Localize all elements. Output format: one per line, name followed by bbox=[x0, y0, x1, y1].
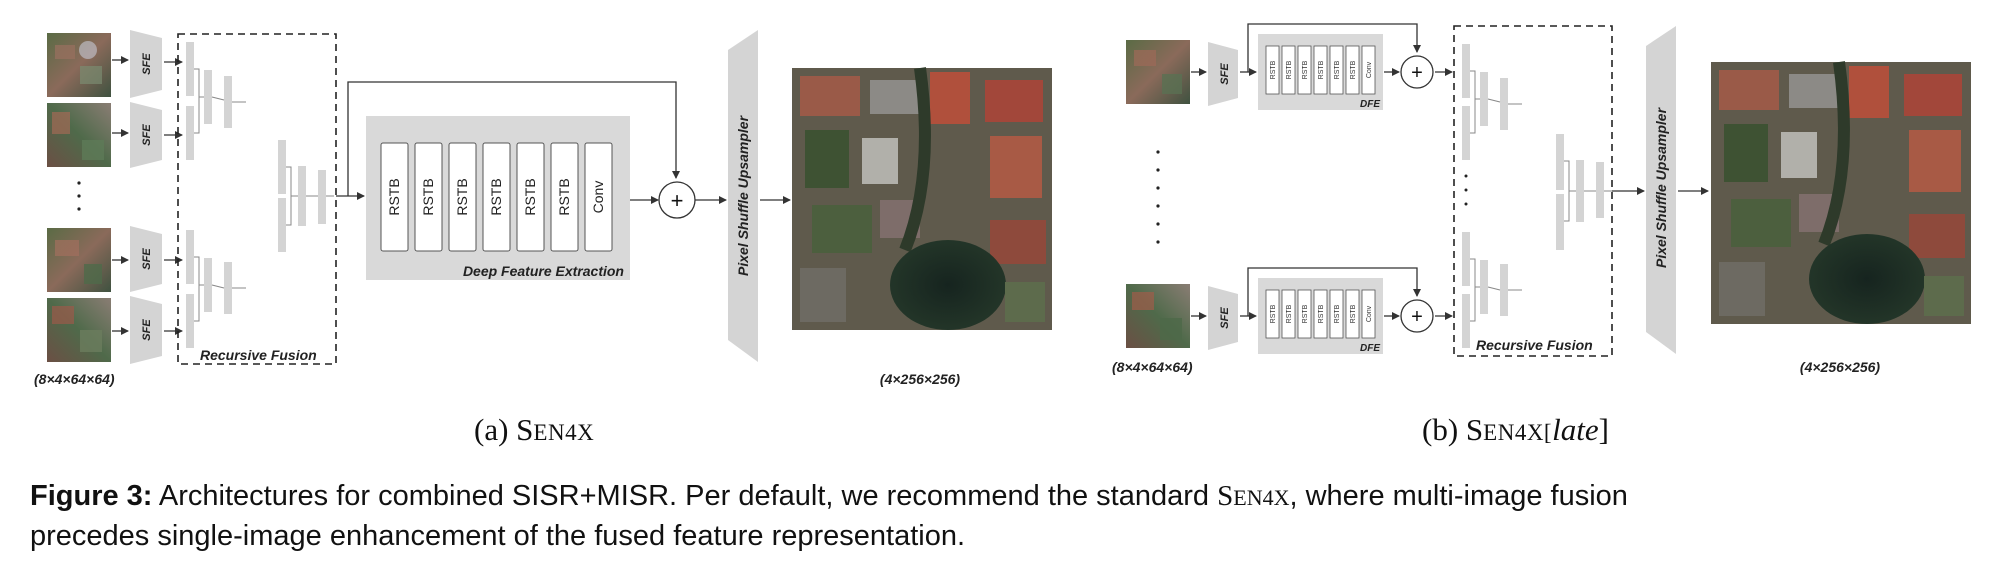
recursive-fusion-box bbox=[1453, 25, 1613, 357]
rstb-block-label: RSTB bbox=[522, 178, 538, 215]
plus-node bbox=[1400, 55, 1434, 89]
output-image bbox=[1711, 61, 1971, 324]
rstb-block-label: RSTB bbox=[1302, 60, 1309, 79]
plus-symbol: + bbox=[1411, 306, 1423, 328]
recursive-fusion-box bbox=[177, 33, 337, 365]
pixel-shuffle-upsampler bbox=[1646, 26, 1676, 354]
output-dims-label: (4×256×256) bbox=[1800, 359, 1881, 375]
input-tile bbox=[47, 228, 111, 292]
subcaption-b-italic: late bbox=[1552, 412, 1599, 447]
rstb-block-label: RSTB bbox=[1350, 60, 1357, 79]
rstb-block-label: RSTB bbox=[454, 178, 470, 215]
figure-caption-text: Architectures for combined SISR+MISR. Pe… bbox=[152, 480, 1218, 512]
fusion-connectors bbox=[194, 68, 334, 322]
rstb-block-label: RSTB bbox=[1334, 60, 1341, 79]
input-tile bbox=[1126, 284, 1190, 348]
bottom-row-arrows bbox=[1191, 267, 1453, 320]
subcaption-a-smallcaps: EN bbox=[533, 420, 566, 445]
rstb-block-label: RSTB bbox=[488, 178, 504, 215]
sfe-label: SFE bbox=[1219, 63, 1231, 85]
output-image bbox=[792, 67, 1052, 330]
top-row-arrows bbox=[1191, 23, 1453, 76]
ellipsis-dots bbox=[1464, 174, 1468, 206]
figure-caption-line-2: precedes single-image enhancement of the… bbox=[30, 520, 966, 552]
subcaption-b-prefix: (b) S bbox=[1422, 412, 1484, 447]
plus-node bbox=[1400, 299, 1434, 333]
rstb-blocks bbox=[1265, 45, 1376, 95]
skip-connection bbox=[336, 81, 680, 200]
deep-feature-extraction-label: Deep Feature Extraction bbox=[463, 263, 624, 279]
ellipsis-dots bbox=[77, 181, 81, 211]
recursive-fusion-label: Recursive Fusion bbox=[1476, 337, 1593, 353]
figure-caption-text-end: , where multi-image fusion bbox=[1289, 480, 1628, 512]
panel-a: SFE SFE SFE SFE bbox=[34, 30, 1052, 387]
rstb-blocks bbox=[1265, 289, 1376, 339]
rstb-block-label: RSTB bbox=[1286, 304, 1293, 323]
subcaption-b-smallcaps: EN bbox=[1483, 420, 1515, 445]
fusion-tree bbox=[186, 42, 326, 348]
dfe-label: DFE bbox=[1360, 99, 1380, 110]
subcaption-b-suffix: 4X[ bbox=[1514, 420, 1553, 445]
figure-caption-label: Figure 3: bbox=[30, 480, 153, 512]
sfe-label: SFE bbox=[1219, 307, 1231, 329]
input-tile bbox=[47, 33, 111, 97]
ellipsis-dots bbox=[1156, 150, 1160, 244]
input-tile bbox=[47, 298, 111, 362]
model-name-en: EN bbox=[1233, 485, 1263, 510]
rstb-block-label: RSTB bbox=[556, 178, 572, 215]
upsampler-label: Pixel Shuffle Upsampler bbox=[1653, 106, 1669, 268]
tile-to-sfe-arrows bbox=[112, 56, 129, 335]
fusion-connectors bbox=[1470, 70, 1612, 322]
sfe-label: SFE bbox=[141, 124, 153, 146]
model-name-s: S bbox=[1217, 480, 1234, 512]
input-tile bbox=[47, 103, 111, 167]
subcaption-a-suffix: 4X bbox=[565, 420, 595, 445]
rstb-blocks bbox=[380, 142, 613, 252]
model-name: SEN4X bbox=[1217, 480, 1289, 512]
rstb-block-label: RSTB bbox=[1350, 304, 1357, 323]
dfe-label: DFE bbox=[1360, 343, 1380, 354]
rstb-block-label: RSTB bbox=[1270, 60, 1277, 79]
conv-block-label: Conv bbox=[590, 181, 606, 214]
figure-caption-line-1: Figure 3: Architectures for combined SIS… bbox=[30, 480, 1628, 513]
sfe-label: SFE bbox=[141, 319, 153, 341]
sfe-block bbox=[1208, 286, 1238, 350]
upsampler-label: Pixel Shuffle Upsampler bbox=[735, 114, 751, 276]
subcaption-a: (a) SEN4X bbox=[474, 412, 594, 448]
rstb-block-label: RSTB bbox=[1286, 60, 1293, 79]
input-tile bbox=[1126, 40, 1190, 104]
subcaption-b: (b) SEN4X[late] bbox=[1422, 412, 1609, 448]
rstb-block-label: RSTB bbox=[1270, 304, 1277, 323]
recursive-fusion-label: Recursive Fusion bbox=[200, 347, 317, 363]
conv-block-label: Conv bbox=[1366, 305, 1373, 322]
plus-symbol: + bbox=[671, 188, 684, 213]
panel-b: SFE RSTB RSTB RSTB RSTB RSTB RSTB Conv D bbox=[1112, 23, 1971, 375]
output-dims-label: (4×256×256) bbox=[880, 371, 961, 387]
rstb-block-label: RSTB bbox=[1334, 304, 1341, 323]
model-name-4x: 4X bbox=[1262, 485, 1290, 510]
fusion-tree bbox=[1462, 44, 1604, 348]
sfe-label: SFE bbox=[141, 53, 153, 75]
sfe-blocks bbox=[130, 30, 162, 364]
rstb-block-label: RSTB bbox=[1302, 304, 1309, 323]
architecture-diagram: SFE SFE SFE SFE bbox=[34, 23, 1971, 387]
input-dims-label: (8×4×64×64) bbox=[1112, 359, 1193, 375]
conv-block-label: Conv bbox=[1366, 61, 1373, 78]
sfe-block bbox=[1208, 42, 1238, 106]
plus-symbol: + bbox=[1411, 62, 1423, 84]
rstb-block-label: RSTB bbox=[386, 178, 402, 215]
sfe-label: SFE bbox=[141, 248, 153, 270]
sfe-to-fusion-arrows bbox=[164, 58, 183, 335]
subcaption-a-prefix: (a) S bbox=[474, 412, 534, 447]
rstb-block-label: RSTB bbox=[1318, 304, 1325, 323]
rstb-block-label: RSTB bbox=[420, 178, 436, 215]
subcaption-b-close: ] bbox=[1598, 412, 1609, 447]
pixel-shuffle-upsampler bbox=[728, 30, 758, 362]
rstb-block-label: RSTB bbox=[1318, 60, 1325, 79]
input-dims-label: (8×4×64×64) bbox=[34, 371, 115, 387]
